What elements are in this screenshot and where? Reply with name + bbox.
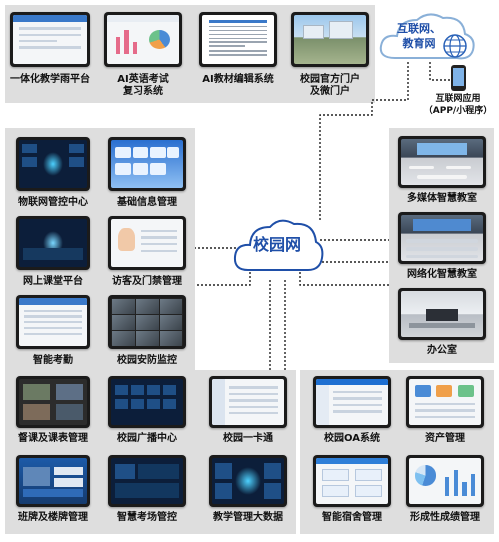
exam-room-screen-icon [111,458,183,504]
campus-card-screen-icon [212,379,284,425]
campus-network-cloud-icon [233,219,324,271]
security-camera-screen-icon [111,298,183,346]
visitor-screen-icon [111,219,183,267]
online-class-screen-icon [19,219,87,267]
broadcast-screen-icon [111,379,183,425]
tile-label-line2: 及微门户 [310,86,350,97]
internet-cloud-icon [379,13,475,60]
tile-label: 网上课堂平台 [23,276,83,287]
class-monitor-screen-icon [19,379,87,425]
tile-label: 教学管理大数据 [213,512,283,523]
internet-label-line1: 互联网、 [397,22,441,35]
tile-label: 校园一卡通 [223,433,273,444]
office-photo-icon [401,291,483,337]
tile-label: 校园广播中心 [117,433,177,444]
tile-label: 智能考勤 [33,355,73,366]
tile-label: 智慧考场管控 [117,512,177,523]
app-label-line2: （APP/小程序） [423,106,493,116]
tile-label: 督课及课表管理 [18,433,88,444]
tile-label: 物联网管控中心 [18,197,88,208]
campus-network-label: 校园网 [253,235,302,254]
smartphone-icon [451,65,466,91]
tile-label: 办公室 [427,345,457,356]
tile-label: 基础信息管理 [117,197,177,208]
asset-screen-icon [409,379,481,425]
tile-label-line1: 校园官方门户 [300,74,360,85]
tile-label: 班牌及楼牌管理 [18,512,88,523]
tile-label: 一体化教学雨平台 [10,74,90,85]
chart-screen-icon [107,15,179,64]
tile-label: 校园OA系统 [324,433,380,444]
classroom-photo-icon [401,139,483,185]
tile-label-line1: AI英语考试 [117,74,169,85]
big-data-screen-icon [212,458,284,504]
oa-screen-icon [316,379,388,425]
tile-label: 资产管理 [425,433,465,444]
tile-label: 多媒体智慧教室 [407,193,477,204]
computer-lab-photo-icon [401,215,483,261]
tile-label: 网络化智慧教室 [407,269,477,280]
tile-label: 形成性成绩管理 [410,512,480,523]
tile-label: 智能宿舍管理 [322,512,382,523]
internet-label-line2: 教育网 [402,37,436,50]
attendance-screen-icon [19,298,87,346]
tile-label: 校园安防监控 [117,355,177,366]
tile-label: AI教材编辑系统 [202,74,274,85]
grades-screen-icon [409,458,481,504]
document-screen-icon [202,15,274,64]
dormitory-screen-icon [316,458,388,504]
iot-dashboard-icon [19,140,87,188]
app-label-line1: 互联网应用 [435,94,481,104]
platform-screen-icon [13,15,87,64]
class-sign-screen-icon [19,458,87,504]
info-management-screen-icon [111,140,183,188]
tile-label: 访客及门禁管理 [112,276,182,287]
tile-label-line2: 复习系统 [123,86,163,97]
campus-photo-screen-icon [294,15,366,64]
